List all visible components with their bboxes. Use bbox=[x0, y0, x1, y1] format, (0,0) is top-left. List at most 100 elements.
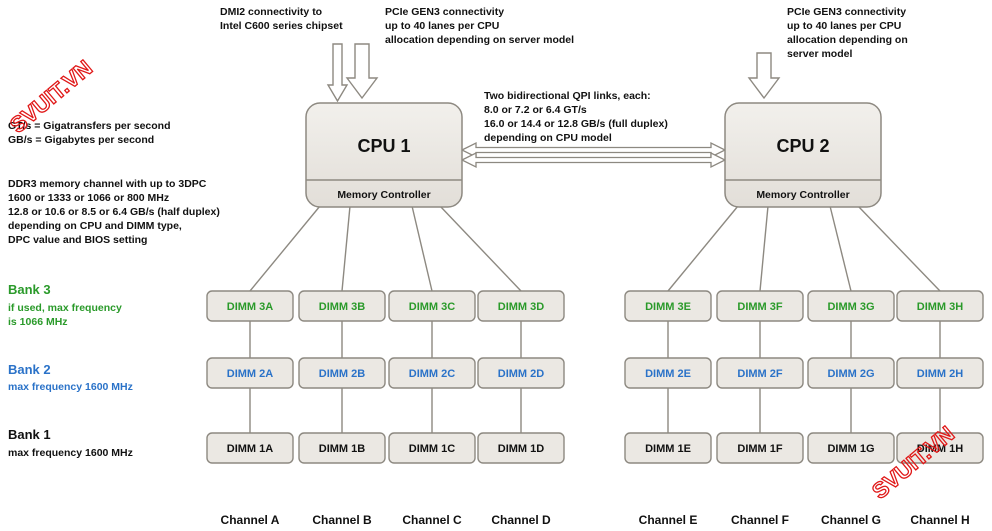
dimm-1b: DIMM 1B bbox=[298, 432, 386, 464]
dimm-box bbox=[298, 432, 386, 464]
dimm-label: DIMM 2D bbox=[498, 368, 545, 380]
dimm-box bbox=[388, 357, 476, 389]
dimm-box bbox=[896, 432, 984, 464]
dimm-label: DIMM 2E bbox=[645, 368, 691, 380]
dimm-1a: DIMM 1A bbox=[206, 432, 294, 464]
dimm-label: DIMM 3B bbox=[319, 301, 366, 313]
dimm-box bbox=[807, 357, 895, 389]
bank1-label: Bank 1 max frequency 1600 MHz bbox=[8, 427, 133, 459]
dimm-3g: DIMM 3G bbox=[807, 290, 895, 322]
dimm-2g: DIMM 2G bbox=[807, 357, 895, 389]
dimm-box bbox=[206, 357, 294, 389]
bank2-label: Bank 2 max frequency 1600 MHz bbox=[8, 362, 133, 393]
dimm-bank1-row: DIMM 1A DIMM 1B DIMM 1C DIMM 1D DIMM 1E DIMM … bbox=[206, 432, 984, 464]
bank3-title: Bank 3 bbox=[8, 282, 51, 297]
channel-label-d: Channel D bbox=[491, 513, 551, 527]
dimm-box bbox=[624, 290, 712, 322]
channel-label-h: Channel H bbox=[910, 513, 969, 527]
dimm-label: DIMM 3A bbox=[227, 301, 274, 313]
dimm-label: DIMM 3E bbox=[645, 301, 691, 313]
dimm-label: DIMM 3F bbox=[737, 301, 783, 313]
dimm-label: DIMM 2H bbox=[917, 368, 964, 380]
dimm-box bbox=[477, 357, 565, 389]
dimm-label: DIMM 2C bbox=[409, 368, 456, 380]
cpu1-memory-controller: Memory Controller bbox=[337, 189, 430, 201]
dimm-3c: DIMM 3C bbox=[388, 290, 476, 322]
channel-labels: Channel A Channel B Channel C Channel D Chan… bbox=[221, 513, 970, 527]
dimm-label: DIMM 1A bbox=[227, 443, 274, 455]
dimm-label: DIMM 3H bbox=[917, 301, 964, 313]
dimm-1h: DIMM 1H bbox=[896, 432, 984, 464]
channel-label-e: Channel E bbox=[639, 513, 698, 527]
dimm-box bbox=[477, 290, 565, 322]
bank2-title: Bank 2 bbox=[8, 362, 51, 377]
bank1-desc: max frequency 1600 MHz bbox=[8, 447, 133, 459]
dimm-label: DIMM 2G bbox=[827, 368, 874, 380]
dimm-box bbox=[807, 432, 895, 464]
dmi-arrow bbox=[326, 43, 349, 103]
dimm-box bbox=[477, 432, 565, 464]
dimm-1c: DIMM 1C bbox=[388, 432, 476, 464]
pcie-arrow-cpu2 bbox=[747, 52, 781, 100]
bank3-label: Bank 3 if used, max frequency is 1066 MH… bbox=[8, 282, 125, 328]
dimm-2e: DIMM 2E bbox=[624, 357, 712, 389]
dimm-box bbox=[807, 290, 895, 322]
channel-label-c: Channel C bbox=[402, 513, 462, 527]
dimm-2h: DIMM 2H bbox=[896, 357, 984, 389]
dimm-box bbox=[206, 290, 294, 322]
dimm-3e: DIMM 3E bbox=[624, 290, 712, 322]
pcie-note-cpu1: PCIe GEN3 connectivity up to 40 lanes pe… bbox=[385, 6, 574, 46]
dimm-1d: DIMM 1D bbox=[477, 432, 565, 464]
dimm-label: DIMM 2B bbox=[319, 368, 366, 380]
channel-label-f: Channel F bbox=[731, 513, 789, 527]
pcie-note-cpu2: PCIe GEN3 connectivity up to 40 lanes pe… bbox=[787, 6, 911, 60]
channel-label-g: Channel G bbox=[821, 513, 881, 527]
dimm-label: DIMM 1B bbox=[319, 443, 366, 455]
units-note: GT/s = Gigatransfers per second GB/s = G… bbox=[8, 120, 173, 146]
cpu2-title: CPU 2 bbox=[776, 136, 829, 156]
dimm-box bbox=[298, 290, 386, 322]
dimm-label: DIMM 3C bbox=[409, 301, 456, 313]
dimm-box bbox=[896, 290, 984, 322]
bank1-title: Bank 1 bbox=[8, 427, 51, 442]
dimm-bank2-row: DIMM 2A DIMM 2B DIMM 2C DIMM 2D DIMM 2E DIMM … bbox=[206, 357, 984, 389]
dimm-2b: DIMM 2B bbox=[298, 357, 386, 389]
dimm-label: DIMM 1H bbox=[917, 443, 964, 455]
dimm-bank3-row: DIMM 3A DIMM 3B DIMM 3C DIMM 3D DIMM 3E DIMM … bbox=[206, 290, 984, 322]
dimm-1g: DIMM 1G bbox=[807, 432, 895, 464]
dimm-3f: DIMM 3F bbox=[716, 290, 804, 322]
dimm-box bbox=[388, 432, 476, 464]
dimm-box bbox=[298, 357, 386, 389]
dimm-label: DIMM 1C bbox=[409, 443, 456, 455]
dimm-3d: DIMM 3D bbox=[477, 290, 565, 322]
dimm-box bbox=[716, 290, 804, 322]
dimm-label: DIMM 3D bbox=[498, 301, 545, 313]
dimm-box bbox=[716, 432, 804, 464]
bank2-desc: max frequency 1600 MHz bbox=[8, 381, 133, 393]
cpu1-title: CPU 1 bbox=[357, 136, 410, 156]
dmi-note: DMI2 connectivity to Intel C600 series c… bbox=[220, 6, 343, 32]
dimm-1f: DIMM 1F bbox=[716, 432, 804, 464]
dimm-label: DIMM 2A bbox=[227, 368, 274, 380]
dimm-label: DIMM 1D bbox=[498, 443, 545, 455]
dimm-label: DIMM 1G bbox=[827, 443, 874, 455]
dimm-2d: DIMM 2D bbox=[477, 357, 565, 389]
dimm-3a: DIMM 3A bbox=[206, 290, 294, 322]
dimm-box bbox=[624, 432, 712, 464]
dimm-box bbox=[896, 357, 984, 389]
bank3-desc: if used, max frequency is 1066 MHz bbox=[8, 302, 125, 328]
dimm-box bbox=[716, 357, 804, 389]
dimm-2a: DIMM 2A bbox=[206, 357, 294, 389]
cpu2-block: CPU 2 Memory Controller bbox=[724, 102, 882, 208]
qpi-note: Two bidirectional QPI links, each: 8.0 o… bbox=[484, 90, 671, 144]
dimm-label: DIMM 1E bbox=[645, 443, 691, 455]
dimm-2c: DIMM 2C bbox=[388, 357, 476, 389]
memory-wiring bbox=[249, 205, 941, 433]
dimm-label: DIMM 2F bbox=[737, 368, 783, 380]
channel-label-a: Channel A bbox=[221, 513, 280, 527]
channel-label-b: Channel B bbox=[312, 513, 372, 527]
cpu1-block: CPU 1 Memory Controller bbox=[305, 102, 463, 208]
dimm-3b: DIMM 3B bbox=[298, 290, 386, 322]
dimm-2f: DIMM 2F bbox=[716, 357, 804, 389]
